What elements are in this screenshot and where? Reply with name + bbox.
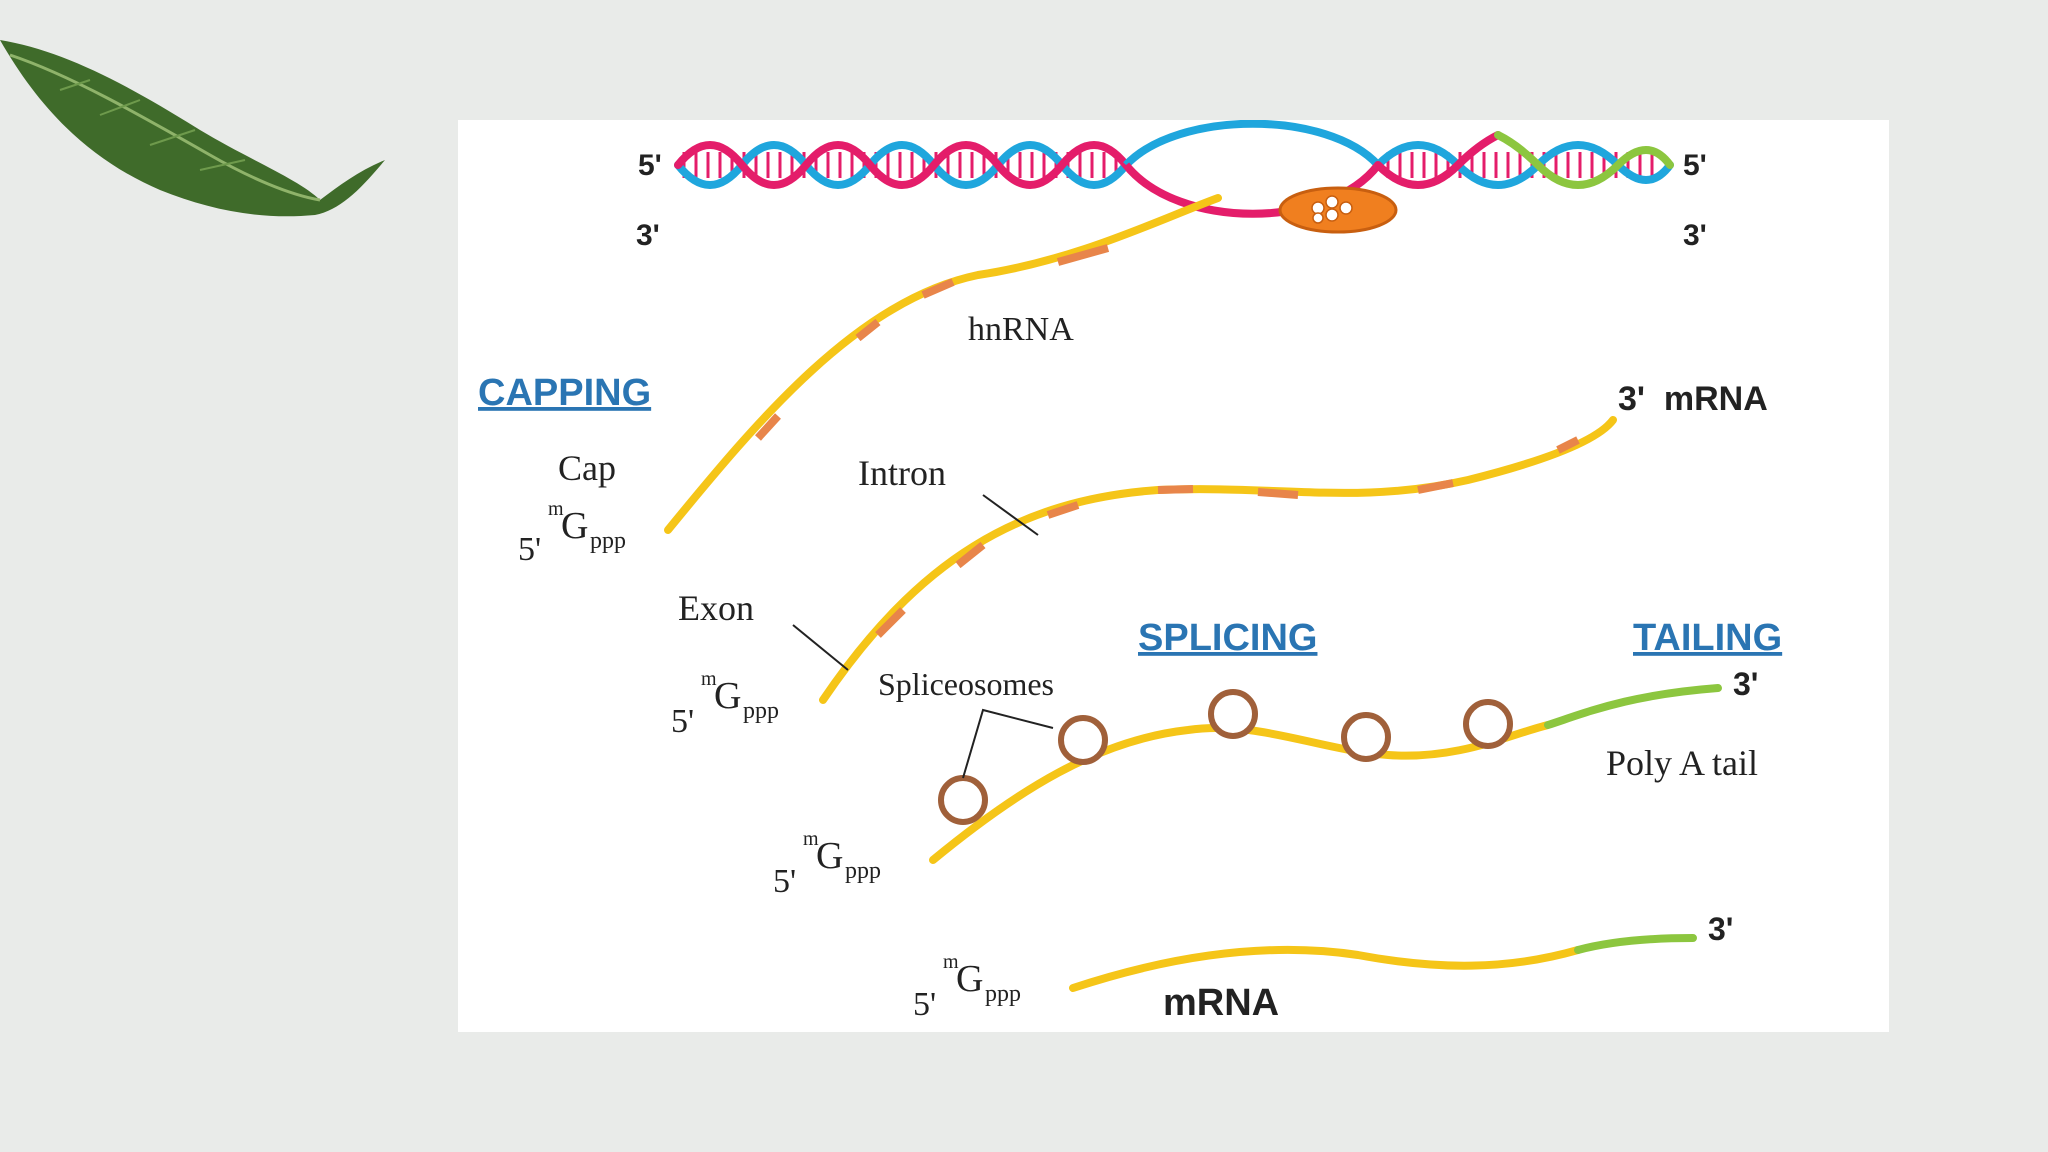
svg-text:G: G	[561, 505, 588, 547]
hnrna-strand	[664, 194, 1222, 534]
diagram-panel: 5' 3' 5' 3' hnRNA CAPPING Cap 5' m G ppp	[458, 120, 1889, 1032]
spliceosomes	[938, 689, 1513, 825]
poly-a-tail-label: Poly A tail	[1606, 743, 1758, 783]
leaf-blade	[0, 40, 385, 217]
splicing-strand	[929, 684, 1722, 864]
exon-pointer	[792, 624, 849, 671]
leaf-decoration	[0, 40, 385, 217]
svg-text:G: G	[816, 835, 843, 877]
dna-helix: 5' 3' 5' 3'	[636, 120, 1707, 252]
cap-notation-4: 5' m G ppp	[913, 951, 1021, 1023]
polymerase-subunits	[1311, 195, 1353, 224]
splicing-heading: SPLICING	[1138, 617, 1317, 659]
cap-notation-1: 5' m G ppp	[518, 498, 626, 568]
dna-strand-green-right	[1494, 131, 1674, 189]
spliceosome-pointer	[962, 708, 1054, 779]
svg-text:G: G	[956, 958, 983, 1000]
mrna-label: mRNA	[1163, 982, 1279, 1024]
dna-right-3prime: 3'	[1683, 219, 1707, 252]
splicing-3prime: 3'	[1733, 666, 1758, 702]
svg-text:5': 5'	[518, 531, 541, 568]
spliceosome	[1208, 689, 1258, 739]
exon-label: Exon	[678, 588, 754, 628]
capping-heading: CAPPING	[478, 372, 651, 414]
spliceosomes-label: Spliceosomes	[878, 666, 1054, 702]
intron-pointer	[982, 494, 1039, 536]
dna-transcription-bubble-bottom	[1122, 162, 1382, 218]
hnrna-label: hnRNA	[968, 311, 1074, 348]
dna-transcription-bubble-top	[1123, 120, 1381, 168]
svg-text:ppp: ppp	[590, 528, 626, 554]
dna-strand-blue-left	[674, 141, 1130, 189]
dna-right-5prime: 5'	[1683, 149, 1707, 182]
svg-text:5': 5'	[773, 863, 796, 900]
dna-left-3prime: 3'	[636, 219, 660, 252]
cap-label: Cap	[558, 448, 616, 488]
spliceosome	[1341, 712, 1391, 762]
svg-text:5': 5'	[913, 986, 936, 1023]
exon-intron-strand	[819, 416, 1617, 704]
intron-label: Intron	[858, 453, 946, 493]
svg-text:m: m	[701, 668, 717, 690]
final-3prime: 3'	[1708, 911, 1733, 947]
spliceosome	[938, 775, 988, 825]
dna-left-5prime: 5'	[638, 149, 662, 182]
rna-processing-diagram: 5' 3' 5' 3' hnRNA CAPPING Cap 5' m G ppp	[478, 120, 1782, 1024]
svg-text:m: m	[943, 951, 959, 973]
cap-notation-2: 5' m G ppp	[671, 668, 779, 740]
svg-text:5': 5'	[671, 703, 694, 740]
final-mrna-strand	[1069, 934, 1697, 992]
svg-text:m: m	[803, 828, 819, 850]
svg-text:G: G	[714, 675, 741, 717]
cap-notation-3: 5' m G ppp	[773, 828, 881, 900]
rna-polymerase	[1278, 186, 1398, 234]
svg-text:m: m	[548, 498, 564, 520]
dna-strand-pink-right	[1374, 131, 1502, 189]
spliceosome	[1463, 699, 1513, 749]
dna-base-pairs	[682, 152, 1654, 178]
dna-strand-pink-left	[674, 141, 1130, 189]
svg-text:ppp: ppp	[985, 981, 1021, 1007]
svg-text:ppp: ppp	[845, 858, 881, 884]
tailing-heading: TAILING	[1633, 617, 1782, 659]
leaf-highlight	[9, 53, 321, 202]
mrna-3prime-label: 3' mRNA	[1618, 380, 1768, 418]
spliceosome	[1058, 715, 1108, 765]
svg-text:ppp: ppp	[743, 698, 779, 724]
